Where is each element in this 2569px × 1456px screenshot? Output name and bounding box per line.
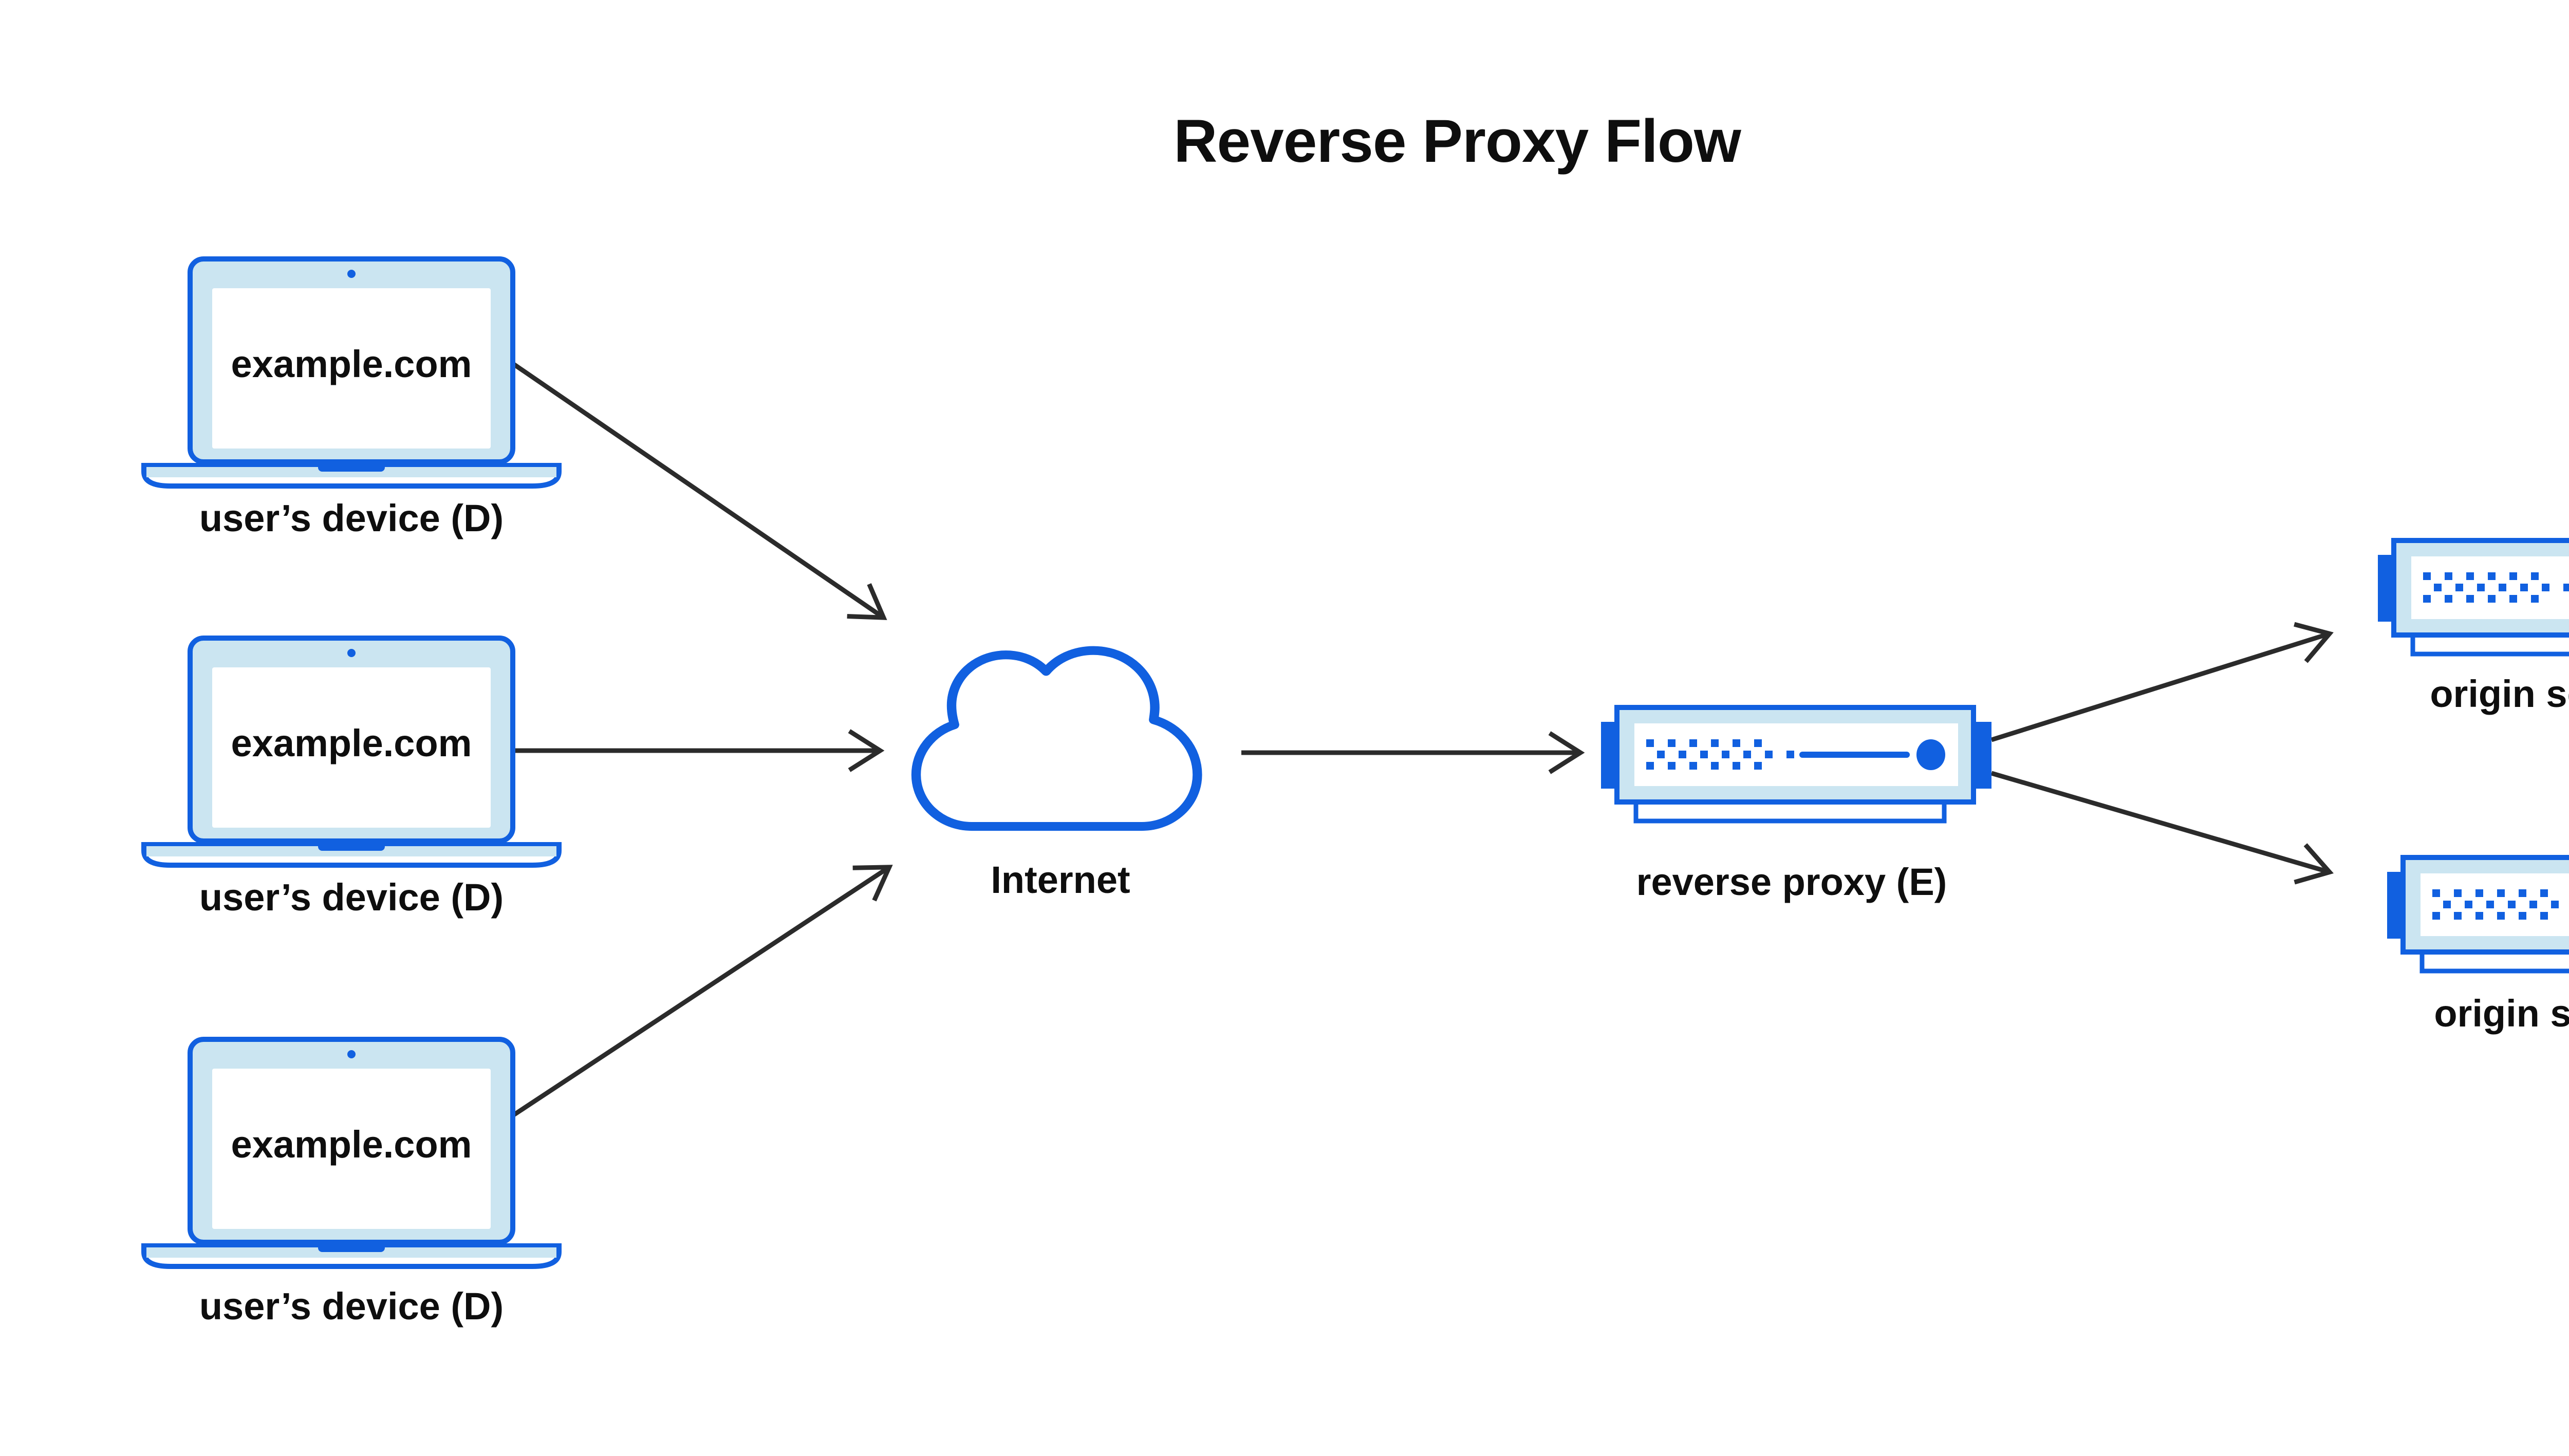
page-title: Reverse Proxy Flow [1174, 107, 1741, 175]
arrow-proxy-to-origin1 [1990, 622, 2334, 742]
internet-label: Internet [991, 858, 1130, 901]
arrow-device1-to-internet [512, 362, 887, 620]
connection-arrows [512, 362, 2334, 1117]
arrow-proxy-to-origin2 [1990, 771, 2334, 885]
reverse-proxy-label: reverse proxy (E) [1636, 860, 1947, 903]
device2-label: user’s device (D) [199, 875, 504, 919]
device3-label: user’s device (D) [199, 1284, 504, 1328]
arrow-device3-to-internet [512, 865, 893, 1117]
device3-screen-url: example.com [231, 1123, 472, 1166]
device1-label: user’s device (D) [199, 496, 504, 539]
server-icon-reverse-proxy [1601, 707, 1991, 821]
device2-screen-url: example.com [231, 721, 472, 764]
origin-server-1-label: origin server (F) [2430, 672, 2569, 715]
origin-server-2-label: origin server (F) [2434, 992, 2569, 1035]
server-icon-origin-1 [2378, 540, 2569, 654]
internet-cloud-icon [911, 646, 1202, 831]
device1-screen-url: example.com [231, 342, 472, 385]
server-icon-origin-2 [2387, 857, 2569, 971]
